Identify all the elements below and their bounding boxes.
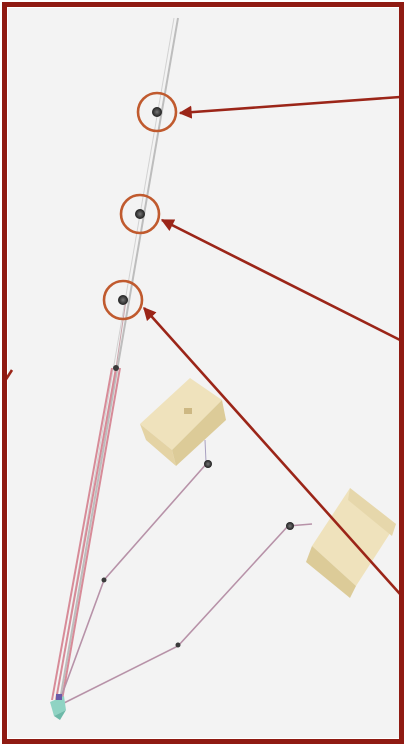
node-mast-lower	[113, 365, 119, 371]
callout-middle-pulley	[119, 193, 161, 235]
arrow-top-pulley	[178, 95, 401, 119]
node-middle	[135, 209, 145, 219]
node-rope-mid-left	[101, 577, 107, 583]
node-top	[152, 107, 162, 117]
callout-lower-pulley	[102, 279, 144, 321]
callout-circles	[102, 91, 178, 321]
canvas-background	[8, 8, 400, 738]
node-rope-mid-right	[175, 642, 181, 648]
red-ropes	[51, 299, 127, 701]
arrow-middle-pulley	[160, 218, 401, 342]
node-left-block	[204, 460, 212, 468]
pulley-nodes	[101, 107, 294, 648]
callout-top-pulley	[136, 91, 178, 133]
base-anchor	[50, 694, 66, 720]
wedge-block-left	[140, 378, 226, 466]
wedge-block-right	[306, 488, 396, 598]
node-right-block	[286, 522, 294, 530]
arrow-lower-pulley	[143, 307, 401, 595]
node-lower	[118, 295, 128, 305]
